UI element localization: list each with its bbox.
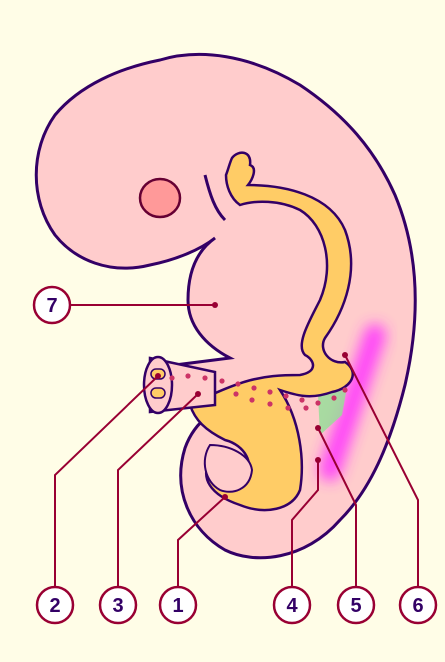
- svg-text:3: 3: [112, 595, 123, 617]
- vessel-dot: [331, 395, 336, 400]
- vessel-dot: [235, 381, 240, 386]
- vessel-dot: [202, 375, 207, 380]
- label-1: 1: [160, 587, 196, 623]
- svg-text:6: 6: [412, 595, 423, 617]
- label-4: 4: [274, 587, 310, 623]
- vessel-dot: [249, 397, 254, 402]
- svg-text:7: 7: [46, 295, 57, 317]
- vessel-dot: [303, 405, 308, 410]
- vessel-dot: [315, 400, 320, 405]
- label-3: 3: [100, 587, 136, 623]
- vessel-dot: [251, 385, 256, 390]
- line-2: [55, 376, 158, 588]
- label-5: 5: [338, 587, 374, 623]
- svg-text:4: 4: [286, 595, 298, 617]
- svg-text:5: 5: [350, 595, 361, 617]
- vessel-dot: [185, 373, 190, 378]
- vessel-dot: [299, 397, 304, 402]
- vessel-dot: [342, 387, 347, 392]
- vessel-dot: [219, 378, 224, 383]
- vessel-dot: [169, 375, 174, 380]
- label-7: 7: [34, 287, 70, 323]
- vessel-dot: [285, 405, 290, 410]
- label-2: 2: [37, 587, 73, 623]
- svg-text:2: 2: [49, 595, 60, 617]
- vessel-dot: [233, 391, 238, 396]
- vessel-dot: [267, 401, 272, 406]
- svg-text:1: 1: [172, 595, 183, 617]
- label-6: 6: [400, 587, 436, 623]
- vessel-dot: [283, 393, 288, 398]
- vessel-dot: [267, 389, 272, 394]
- eye: [140, 179, 180, 217]
